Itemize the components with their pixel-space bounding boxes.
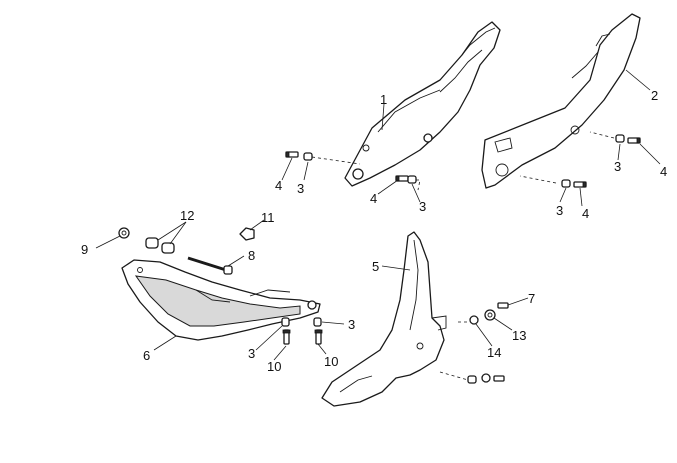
fasteners-group-lower-right: [467, 302, 509, 384]
part-1-side-cover: [344, 21, 501, 187]
callout-10a: 10: [267, 359, 281, 374]
callout-4b: 4: [370, 191, 377, 206]
callout-7: 7: [528, 291, 535, 306]
callout-14: 14: [487, 345, 501, 360]
part-6-belly-pan: [121, 259, 321, 341]
callout-3c: 3: [614, 159, 621, 174]
callout-11: 11: [261, 210, 275, 225]
callout-13: 13: [512, 328, 526, 343]
callout-1: 1: [380, 92, 387, 107]
callout-12: 12: [180, 208, 194, 223]
leader-lines: [95, 69, 661, 361]
callout-4c: 4: [660, 164, 667, 179]
callout-6: 6: [143, 348, 150, 363]
fasteners-group-upper-left: [285, 151, 417, 184]
callout-5: 5: [372, 259, 379, 274]
fasteners-group-lower-center: [281, 317, 323, 345]
callout-4d: 4: [582, 206, 589, 221]
callout-3b: 3: [419, 199, 426, 214]
callout-10b: 10: [324, 354, 338, 369]
callout-labels: 1 2 4 3 4 3 3 4 3 4 12 11 9 8 5 7 3 13 6…: [81, 88, 667, 374]
callout-3f: 3: [248, 346, 255, 361]
callout-4a: 4: [275, 178, 282, 193]
part-5-bracket: [321, 231, 447, 407]
fasteners-group-lower-left: [118, 227, 255, 275]
fasteners-group-upper-right: [561, 134, 641, 188]
callout-3a: 3: [297, 181, 304, 196]
callout-3e: 3: [348, 317, 355, 332]
callout-3d: 3: [556, 203, 563, 218]
callout-2: 2: [651, 88, 658, 103]
alignment-lines: [311, 131, 615, 381]
part-2-side-cover: [481, 13, 641, 189]
callout-9: 9: [81, 242, 88, 257]
callout-8: 8: [248, 248, 255, 263]
